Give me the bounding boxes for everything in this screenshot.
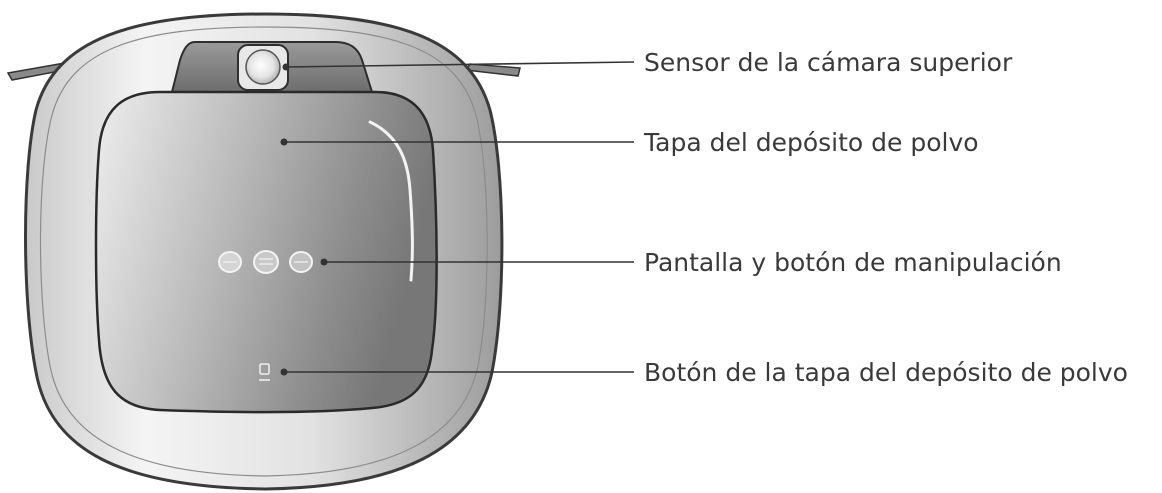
dust-bin-lid-button bbox=[259, 363, 270, 381]
label-display-buttons: Pantalla y botón de manipulación bbox=[644, 248, 1062, 277]
leader-line-display bbox=[320, 258, 634, 266]
display-button-center bbox=[253, 250, 279, 274]
label-dust-bin-lid-button: Botón de la tapa del depósito de polvo bbox=[644, 358, 1128, 387]
body-rim bbox=[39, 26, 488, 477]
top-camera-sensor bbox=[237, 44, 289, 91]
display-buttons bbox=[218, 250, 313, 274]
label-dust-bin-lid: Tapa del depósito de polvo bbox=[643, 128, 979, 157]
leader-line-camera bbox=[282, 61, 635, 71]
leader-line-lid bbox=[280, 138, 634, 146]
label-top-camera-sensor: Sensor de la cámara superior bbox=[644, 48, 1013, 77]
lid-highlight bbox=[368, 120, 414, 282]
display-button-right bbox=[289, 251, 313, 273]
display-button-left bbox=[218, 251, 242, 273]
leader-line-lid-button bbox=[280, 368, 634, 376]
